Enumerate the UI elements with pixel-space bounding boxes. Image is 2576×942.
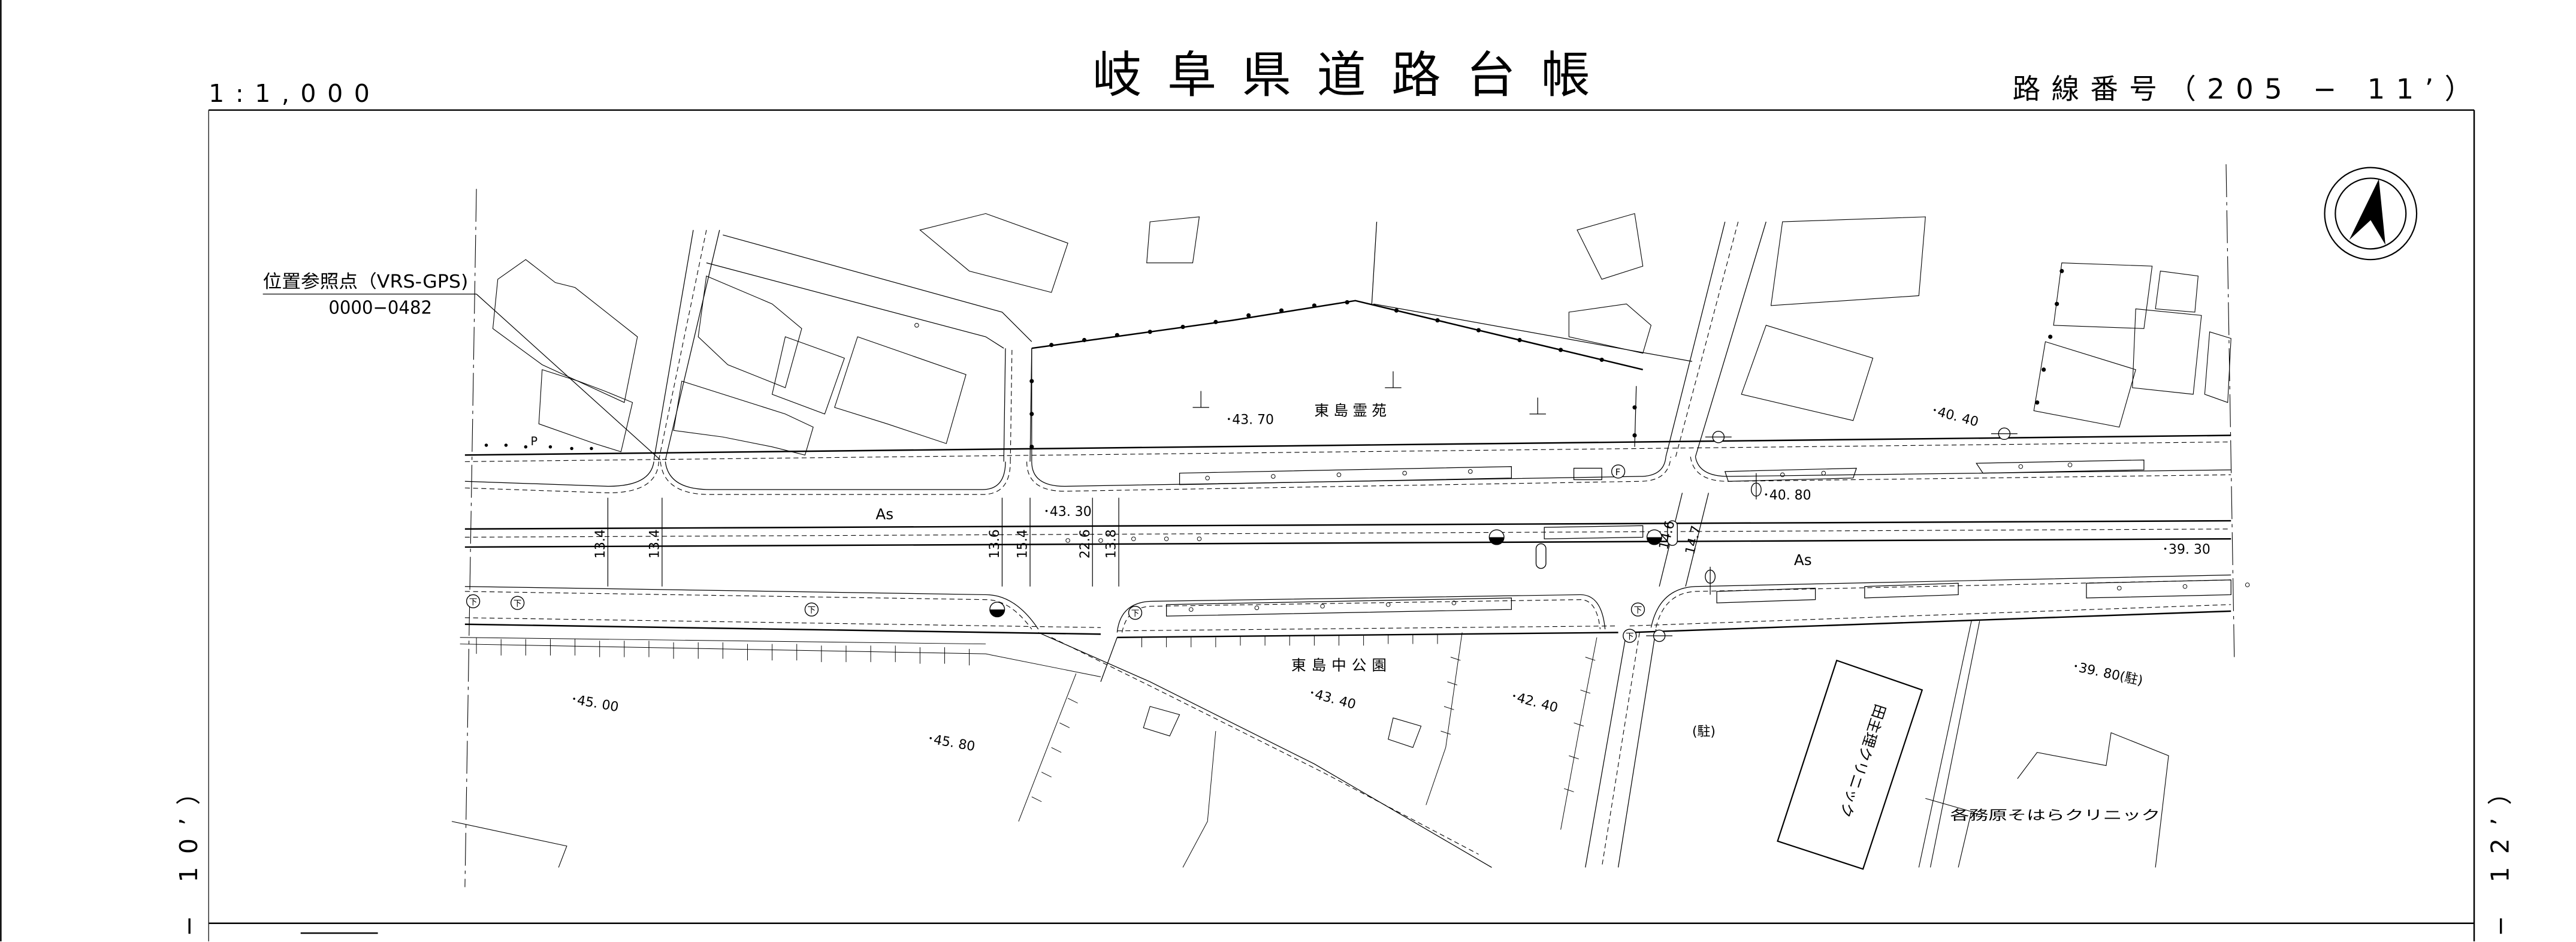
elevation-label: ･43. 40 [1307,686,1357,712]
sewer-manhole-icon: 下 [1623,629,1637,643]
main-road [464,434,2231,638]
elevation-label: ･42. 40 [1509,689,1559,716]
svg-text:下: 下 [514,599,522,609]
elevation-label: ･45. 80 [926,731,976,754]
map-labels: P As As 東島霊苑 東島中公園 (駐) 各務原そはらクリニック 田主理クリ… [531,402,2210,823]
sign-post-icon [1750,473,1762,500]
road-width-label: 13.6 [987,529,1002,558]
svg-text:下: 下 [808,606,816,615]
north-arrow-icon [2324,167,2418,261]
side-streets [653,221,1766,868]
svg-text:下: 下 [1131,609,1140,618]
clinic-label: 各務原そはらクリニック [1950,808,2160,823]
manhole-icon [1646,529,1662,545]
buildings [451,213,2231,870]
road-width-label: 13.8 [1104,529,1119,558]
svg-text:下: 下 [1626,632,1634,641]
utility-pole-icon [1646,629,1673,642]
svg-text:下: 下 [1634,606,1642,615]
road-width-label: 13.4 [647,529,662,558]
cemetery-boundary [484,268,2064,462]
surface-label: As [875,505,893,523]
right-sheet-ref: − 12’） [2486,780,2515,936]
planter-strips [914,323,2250,617]
svg-text:F: F [1615,467,1621,478]
parking-label: P [531,434,538,448]
utility-symbols: F 下 下 下 下 下 下 [466,427,2018,643]
elevation-label: ･39. 80(駐) [2071,659,2144,689]
elevation-label: ･40. 80 [1763,488,1811,503]
sign-post-icon [1705,566,1716,595]
road-width-label: 22.6 [1078,529,1093,558]
cemetery-label: 東島霊苑 [1314,402,1387,419]
sewer-manhole-icon: 下 [804,602,819,617]
parking-label: (駐) [1692,724,1716,739]
manhole-icon [989,602,1005,618]
reference-point-code: 0000−0482 [328,298,432,319]
sheet-title: 岐阜県道路台帳 [1092,47,1590,104]
plan-boundary-left [464,189,477,887]
scale-label: 1:1,000 [209,79,370,108]
road-width-label: 15.4 [1016,529,1031,558]
elevation-label: ･39. 30 [2162,542,2210,557]
elevation-label: ･43. 30 [1043,505,1092,520]
plan-boundary-right [2225,164,2235,657]
svg-text:下: 下 [469,597,478,607]
elevation-label: ･40. 40 [1929,403,1980,430]
catch-basin-icon [1667,520,1678,546]
fire-hydrant-icon: F [1611,464,1626,479]
clinic-building-label: 田主理クリニック [1836,702,1889,820]
reference-point-label: 位置参照点（VRS-GPS) [263,271,469,292]
surface-label: As [1794,551,1812,569]
sewer-manhole-icon: 下 [466,594,481,609]
utility-pole-icon [1991,427,2018,440]
sewer-manhole-icon: 下 [1630,602,1645,617]
road-width-label: 13.4 [593,529,608,558]
utility-pole-icon [1705,430,1732,443]
elevation-label: ･43. 70 [1225,412,1274,427]
catch-basin-icon [1535,543,1547,569]
left-sheet-ref: − 10’） [174,780,203,936]
sewer-manhole-icon: 下 [510,596,525,610]
manhole-icon [1488,529,1505,545]
route-number: 路線番号（205 − 11’） [2013,73,2473,105]
elevation-label: ･45. 00 [569,692,620,715]
park-label: 東島中公園 [1291,657,1387,674]
road-width-label: 14.7 [1683,524,1704,556]
reference-point: 位置参照点（VRS-GPS) 0000−0482 [263,271,661,461]
width-dimension-lines [607,493,1709,587]
sewer-manhole-icon: 下 [1128,605,1143,620]
slope-hatching [460,632,1597,868]
